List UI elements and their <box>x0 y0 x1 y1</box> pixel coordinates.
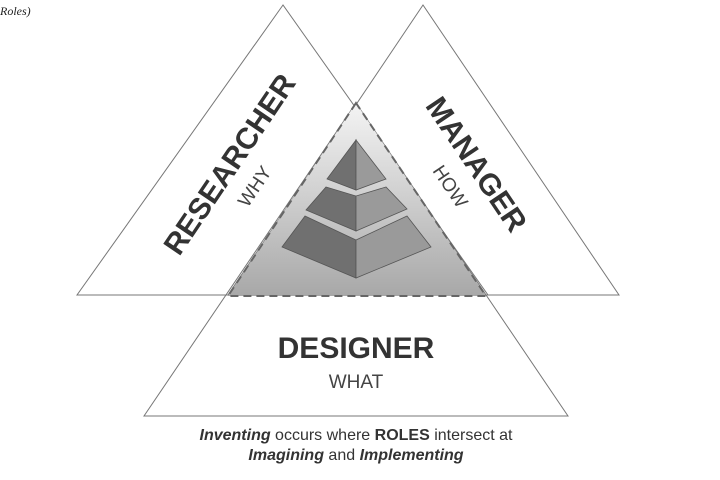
caption-line-2: Imagining and Implementing <box>0 447 712 465</box>
pyramid-icon <box>281 138 432 279</box>
partial-title: Roles) <box>0 4 31 18</box>
designer-question: WHAT <box>329 372 384 393</box>
caption-line-1: Inventing occurs where ROLES intersect a… <box>0 427 712 445</box>
caption-inventing: Inventing <box>199 427 271 444</box>
caption-implementing: Implementing <box>359 447 464 464</box>
caption-roles: ROLES <box>374 427 430 444</box>
caption-text: occurs where <box>270 427 375 444</box>
caption-imagining: Imagining <box>248 447 324 464</box>
manager-label: MANAGER <box>419 91 533 238</box>
caption-text: and <box>323 447 360 464</box>
caption-text: intersect at <box>429 427 513 444</box>
designer-label: DESIGNER <box>278 332 435 365</box>
